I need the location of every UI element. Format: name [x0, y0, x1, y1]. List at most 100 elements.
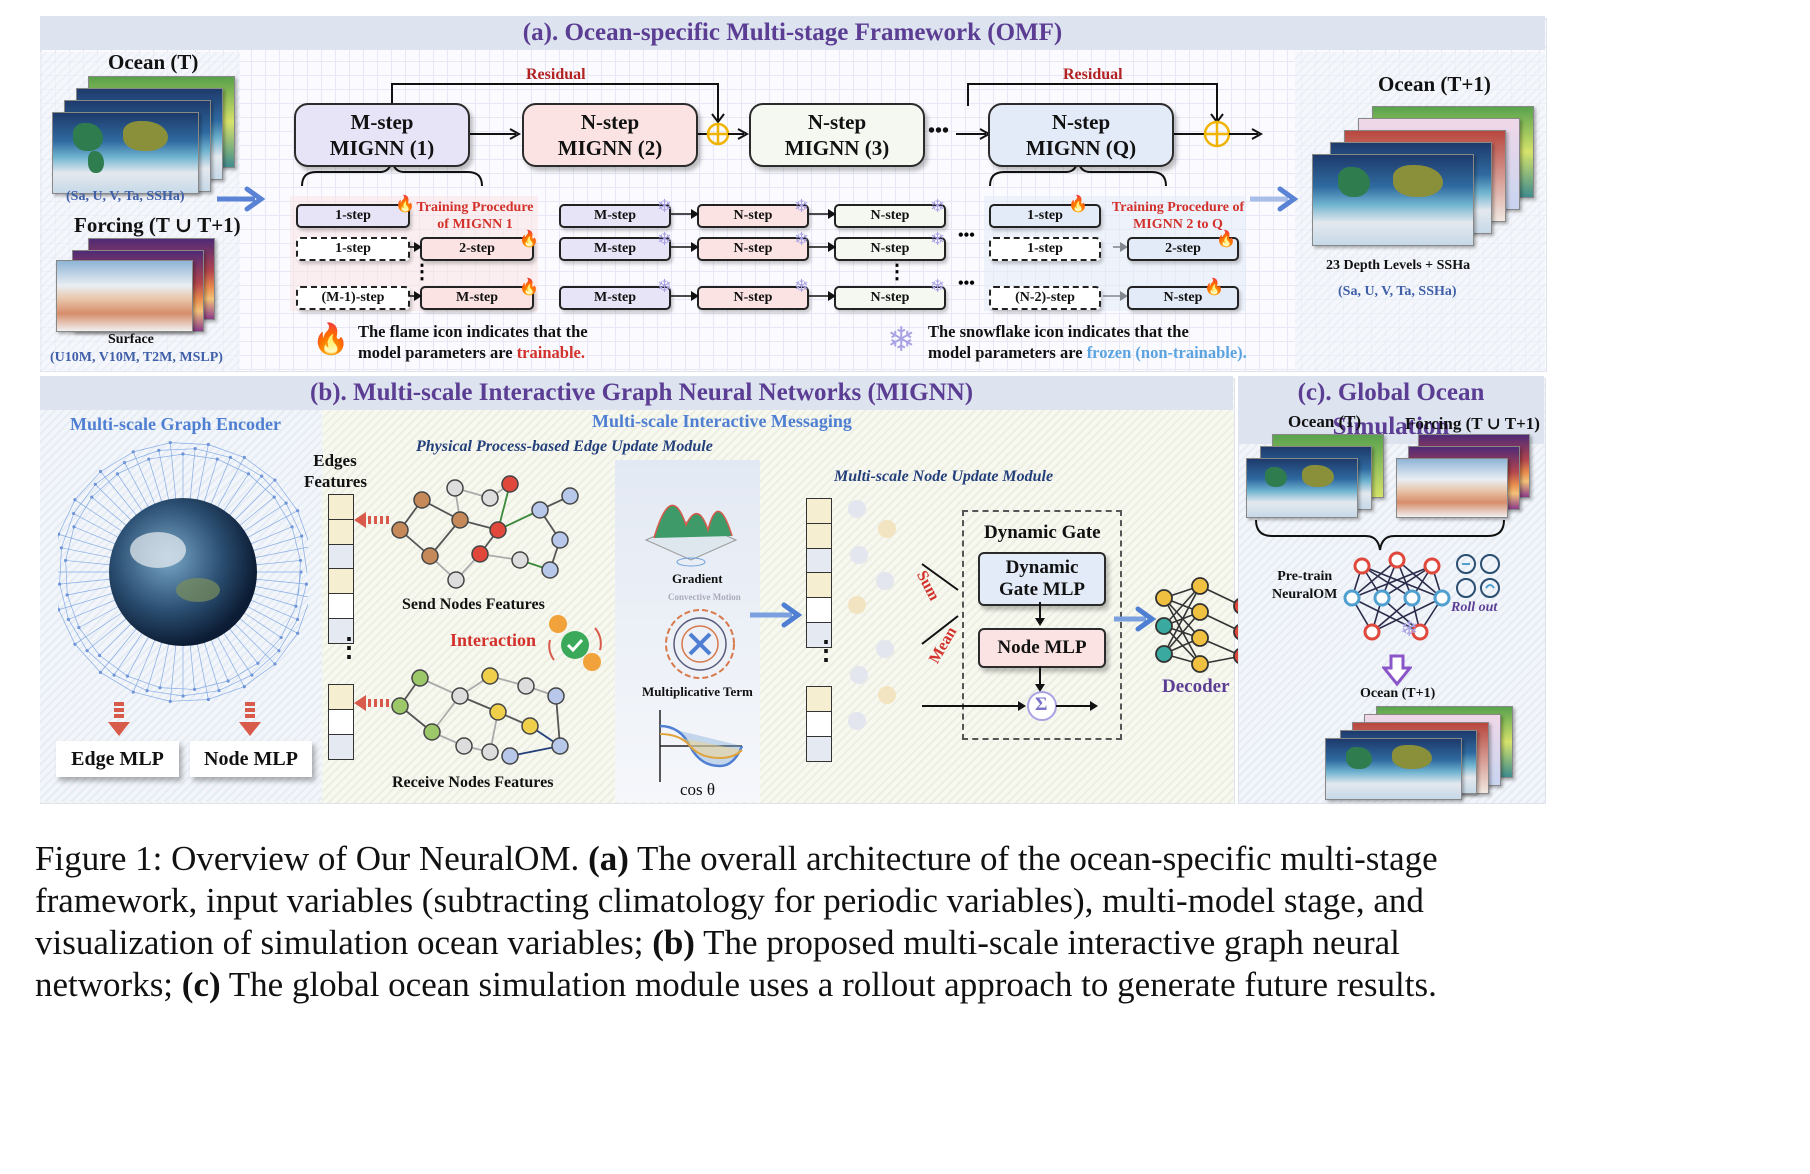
- faded-node: [850, 666, 868, 684]
- network-edge: [1381, 565, 1433, 599]
- output-map-front: [1312, 154, 1474, 246]
- receive-node: [481, 667, 499, 685]
- decoder-node: [1155, 589, 1173, 607]
- decoder-node: [1191, 629, 1209, 647]
- output-title: Ocean (T+1): [1378, 72, 1491, 96]
- arrow-out-icon: [1250, 186, 1298, 212]
- send-graph: [391, 475, 579, 589]
- train2-r1a: 1-step: [989, 204, 1101, 228]
- flame-icon: 🔥: [395, 196, 415, 213]
- receive-node: [391, 697, 409, 715]
- svg-text:•••: •••: [958, 227, 975, 244]
- decoder-edge: [1163, 597, 1201, 665]
- mid-r2c1: M-step: [559, 237, 671, 261]
- send-node: [446, 479, 464, 497]
- node-feature-stack: [806, 572, 832, 648]
- send-node: [481, 489, 499, 507]
- faded-node: [876, 640, 894, 658]
- interaction-label: Interaction: [450, 630, 536, 650]
- svg-text:•••: •••: [958, 275, 975, 292]
- send-node: [501, 475, 519, 493]
- send-node: [561, 487, 579, 505]
- network-node: [1343, 589, 1361, 607]
- receive-node: [547, 687, 565, 705]
- receive-node: [521, 717, 539, 735]
- node-feature-stack: [806, 686, 832, 762]
- decoder-edge: [1163, 597, 1201, 639]
- network-edge: [1371, 597, 1413, 633]
- edge-mlp-box: Edge MLP: [56, 741, 179, 777]
- flame-icon: 🔥: [1216, 231, 1236, 248]
- edge-feature-stack: [328, 494, 354, 570]
- encoder-title: Multi-scale Graph Encoder: [70, 414, 281, 434]
- cos-theta-label: cos θ: [680, 780, 716, 799]
- receive-node: [411, 669, 429, 687]
- flame-icon: 🔥: [519, 279, 539, 296]
- flame-legend-icon: 🔥: [312, 323, 350, 356]
- panel-b-title: (b). Multi-scale Interactive Graph Neura…: [40, 376, 1233, 410]
- rollout-label: Roll out: [1451, 600, 1498, 615]
- mid-r1c1: M-step: [559, 204, 671, 228]
- dynamic-gate-label: Dynamic Gate: [984, 522, 1101, 543]
- faded-node: [848, 500, 866, 518]
- send-node: [511, 551, 529, 569]
- train1-r2b: 2-step: [420, 237, 534, 261]
- train1-r3b: M-step: [420, 286, 534, 310]
- flame-icon: 🔥: [519, 231, 539, 248]
- receive-graph: [391, 667, 569, 765]
- edge-update-title: Physical Process-based Edge Update Modul…: [416, 438, 713, 455]
- faded-node: [848, 596, 866, 614]
- decoder-node: [1155, 617, 1173, 635]
- panel-c-title: (c). Global Ocean Simulation: [1238, 376, 1544, 444]
- receive-node: [455, 737, 473, 755]
- residual-label-2: Residual: [1063, 66, 1123, 83]
- node-update-title: Multi-scale Node Update Module: [834, 468, 1054, 485]
- send-node: [451, 511, 469, 529]
- receive-node: [423, 723, 441, 741]
- train1-r1a: 1-step: [296, 204, 410, 228]
- node-feature-stack: [806, 498, 832, 574]
- mid-r2c2: N-step: [697, 237, 809, 261]
- mid-r3c3: N-step: [834, 286, 946, 310]
- stage-dots: •••: [928, 120, 950, 142]
- send-node: [471, 545, 489, 563]
- interaction-icon: [548, 615, 602, 671]
- decoder-node: [1155, 645, 1173, 663]
- snowflake-legend-icon: ❄: [887, 322, 916, 359]
- mid-r3c2: N-step: [697, 286, 809, 310]
- node-mlp-inner: Node MLP: [978, 628, 1106, 668]
- left-arrow-icon: [354, 695, 389, 711]
- convective-label: Convective Motion: [668, 592, 741, 602]
- c-ocean-map-front: [1246, 458, 1358, 518]
- arrow-to-decoder-icon: [1114, 606, 1157, 632]
- input-ocean-vars: (Sa, U, V, Ta, SSHa): [66, 189, 185, 204]
- send-node: [531, 501, 549, 519]
- input-surface-label: Surface: [108, 332, 154, 347]
- gate-flow: [922, 602, 1098, 721]
- rollout-icon: [1456, 554, 1500, 598]
- svg-text:⋮: ⋮: [412, 261, 432, 283]
- network-node: [1363, 623, 1381, 641]
- decoder-edge: [1163, 611, 1201, 655]
- decoder-node: [1191, 603, 1209, 621]
- snowflake-icon: ❄: [930, 196, 946, 216]
- receive-node: [501, 747, 519, 765]
- mid-r3c1: M-step: [559, 286, 671, 310]
- arrow-in-icon: [217, 186, 265, 212]
- faded-node: [876, 572, 894, 590]
- train2-r3b: N-step: [1127, 286, 1239, 310]
- send-node: [541, 561, 559, 579]
- sigma-symbol: Σ: [1035, 694, 1048, 715]
- send-node: [447, 571, 465, 589]
- input-ocean-title: Ocean (T): [108, 50, 199, 74]
- snowflake-icon: ❄: [930, 229, 946, 249]
- mid-r1c3: N-step: [834, 204, 946, 228]
- dynamic-gate-frame: [962, 510, 1122, 740]
- earth-graph: [58, 441, 308, 703]
- faded-node: [850, 546, 868, 564]
- send-node: [391, 521, 409, 539]
